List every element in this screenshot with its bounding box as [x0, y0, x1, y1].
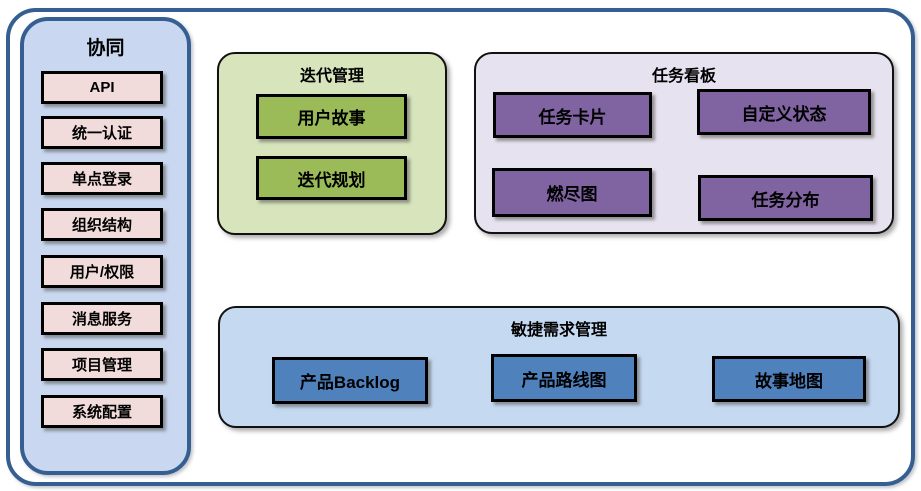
sidebar-item-user-permissions: 用户/权限: [41, 255, 163, 288]
node-story-map: 故事地图: [712, 356, 866, 402]
node-product-roadmap: 产品路线图: [491, 354, 637, 402]
section-agile-requirements: 敏捷需求管理 产品Backlog 产品路线图 故事地图: [218, 306, 900, 428]
section-task-kanban: 任务看板 任务卡片 自定义状态 燃尽图 任务分布: [474, 52, 894, 234]
section-requirements-title: 敏捷需求管理: [510, 322, 607, 339]
sidebar-collaboration: 协同 API 统一认证 单点登录 组织结构 用户/权限 消息服务 项目管理 系统…: [20, 17, 191, 475]
node-user-story: 用户故事: [256, 94, 407, 139]
node-iteration-planning: 迭代规划: [256, 156, 407, 200]
node-task-card: 任务卡片: [493, 92, 652, 138]
node-burndown-chart: 燃尽图: [492, 168, 652, 217]
sidebar-title: 协同: [86, 38, 125, 59]
platform-outer-frame: 协同 API 统一认证 单点登录 组织结构 用户/权限 消息服务 项目管理 系统…: [6, 8, 915, 486]
sidebar-item-system-config: 系统配置: [41, 395, 163, 428]
section-iteration-management: 迭代管理 用户故事 迭代规划: [217, 52, 447, 235]
sidebar-item-message-service: 消息服务: [41, 302, 163, 335]
node-custom-status: 自定义状态: [697, 89, 871, 135]
sidebar-item-api: API: [41, 71, 163, 104]
sidebar-item-project-management: 项目管理: [41, 348, 163, 381]
node-product-backlog: 产品Backlog: [272, 357, 428, 404]
section-iteration-title: 迭代管理: [299, 68, 364, 85]
sidebar-item-org-structure: 组织结构: [41, 208, 163, 241]
sidebar-item-sso: 单点登录: [41, 162, 163, 195]
section-kanban-title: 任务看板: [651, 68, 716, 85]
sidebar-item-unified-auth: 统一认证: [41, 116, 163, 149]
node-task-distribution: 任务分布: [698, 175, 873, 221]
